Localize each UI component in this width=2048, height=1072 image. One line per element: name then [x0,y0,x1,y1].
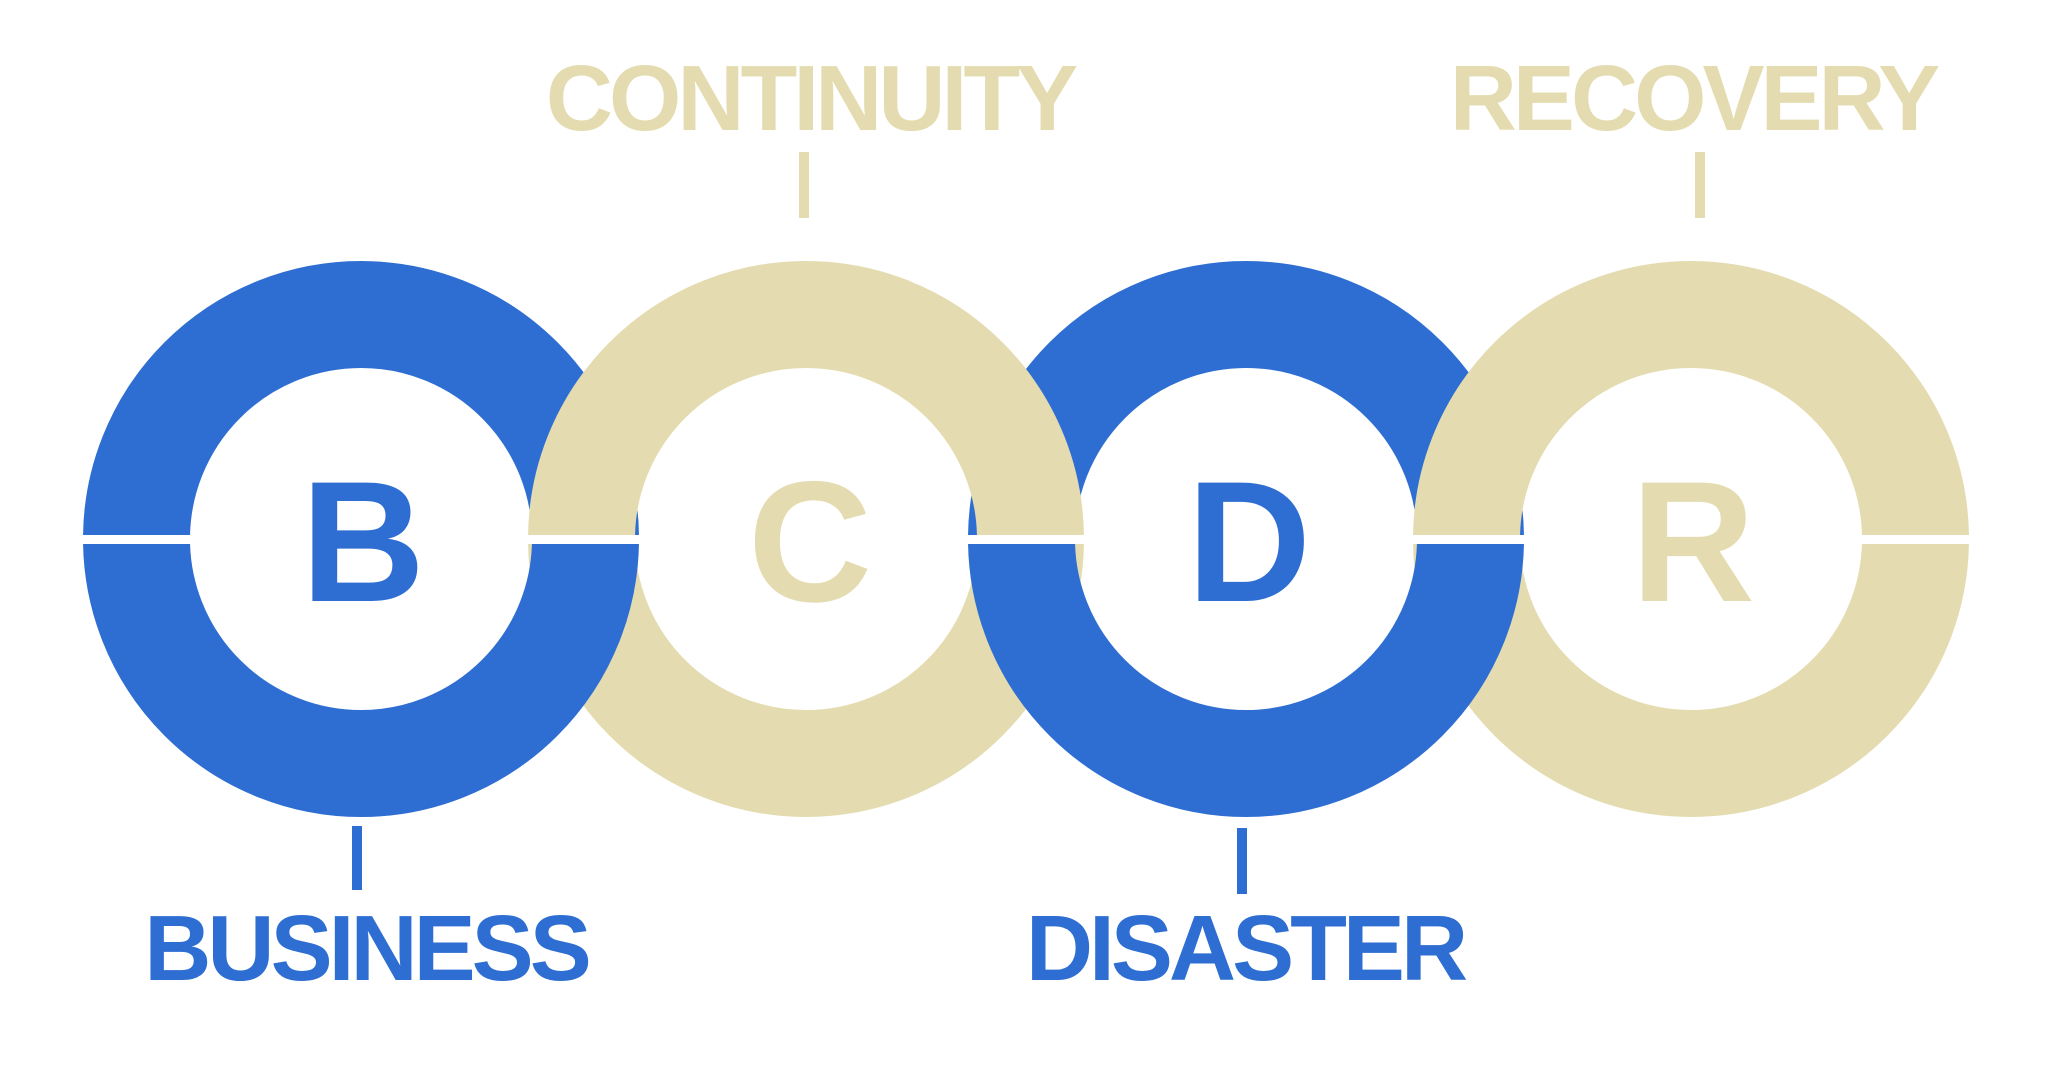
label-continuity: CONTINUITY [545,46,1078,150]
recovery-tick [1695,152,1705,218]
letter-b: B [300,446,426,638]
disaster-tick [1237,828,1247,894]
letter-d: D [1186,446,1312,638]
letter-r: R [1630,446,1756,638]
letter-c: C [747,446,873,638]
label-disaster: DISASTER [1025,896,1468,1000]
label-business: BUSINESS [144,896,591,1000]
label-recovery: RECOVERY [1449,46,1940,150]
business-tick [352,826,362,890]
continuity-tick [799,152,809,218]
